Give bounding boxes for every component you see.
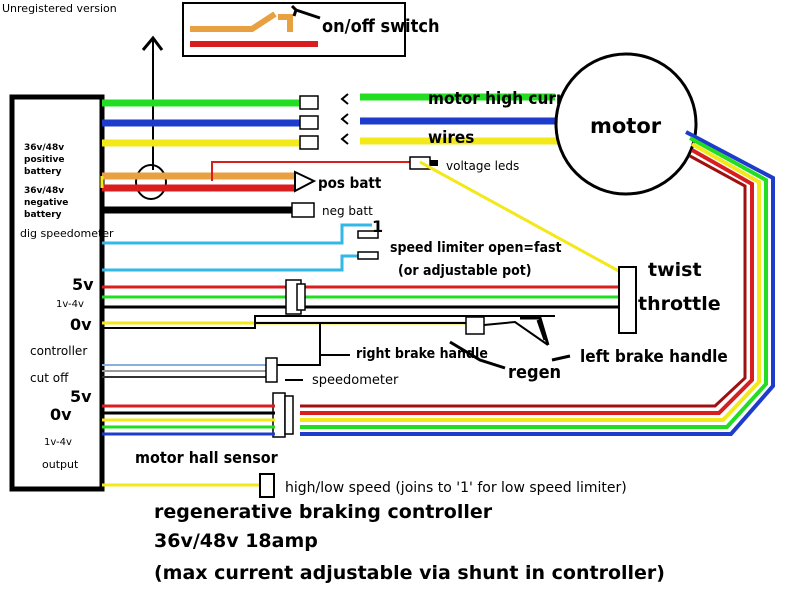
on-off-switch: on/off switch xyxy=(182,2,439,57)
one-four-bottom-label: 1v-4v xyxy=(44,437,72,448)
one-four-top-label: 1v-4v xyxy=(56,299,84,310)
speed-limiter-label-1: speed limiter open=fast xyxy=(390,240,561,256)
motor-wire-label-2: wires xyxy=(428,128,474,148)
dig-speedometer-label: dig speedometer xyxy=(20,227,114,240)
regen-label: regen xyxy=(508,362,561,383)
five-v-top-label: 5v xyxy=(72,275,94,294)
zero-v-bottom-label: 0v xyxy=(50,405,72,424)
speedometer-label: speedometer xyxy=(312,373,399,388)
pos-battery-label-1: 36v/48v xyxy=(24,143,64,153)
zero-v-top-label: 0v xyxy=(70,315,92,334)
controller-box xyxy=(9,94,105,492)
five-v-bottom-label: 5v xyxy=(70,387,92,406)
watermark: Unregistered version xyxy=(2,2,117,15)
title-line-2: 36v/48v 18amp xyxy=(154,530,318,552)
throttle-label: throttle xyxy=(638,293,721,315)
motor-wire-label-1: motor high current xyxy=(428,89,592,109)
speed-limiter-label-2: (or adjustable pot) xyxy=(398,263,532,279)
neg-battery-label-3: battery xyxy=(24,210,62,220)
twist-label: twist xyxy=(648,259,702,281)
output-label: output xyxy=(42,458,79,471)
voltage-leds-label: voltage leds xyxy=(446,159,519,173)
speed-limiter-number: 1 xyxy=(372,217,383,236)
neg-battery-label-1: 36v/48v xyxy=(24,186,64,196)
high-low-speed-label: high/low speed (joins to '1' for low spe… xyxy=(285,480,627,496)
right-brake-label: right brake handle xyxy=(356,346,488,362)
controller-labels: 36v/48v positive battery 36v/48v negativ… xyxy=(20,143,114,471)
motor xyxy=(554,52,698,196)
switch-loop xyxy=(135,164,167,200)
pos-battery-label-2: positive xyxy=(24,155,64,165)
neg-battery-label-2: negative xyxy=(24,198,68,208)
throttle-box xyxy=(618,266,637,334)
neg-batt-label: neg batt xyxy=(322,204,373,218)
pos-battery-label-3: battery xyxy=(24,167,62,177)
left-brake-label: left brake handle xyxy=(580,347,728,367)
pos-batt-label: pos batt xyxy=(318,174,382,192)
title-line-1: regenerative braking controller xyxy=(154,501,493,523)
motor-label: motor xyxy=(590,114,662,138)
motor-hall-sensor-label: motor hall sensor xyxy=(135,448,279,467)
controller-label: controller xyxy=(30,344,87,358)
switch-label: on/off switch xyxy=(322,16,439,37)
title-line-3: (max current adjustable via shunt in con… xyxy=(154,562,665,584)
cut-off-label: cut off xyxy=(30,371,69,385)
